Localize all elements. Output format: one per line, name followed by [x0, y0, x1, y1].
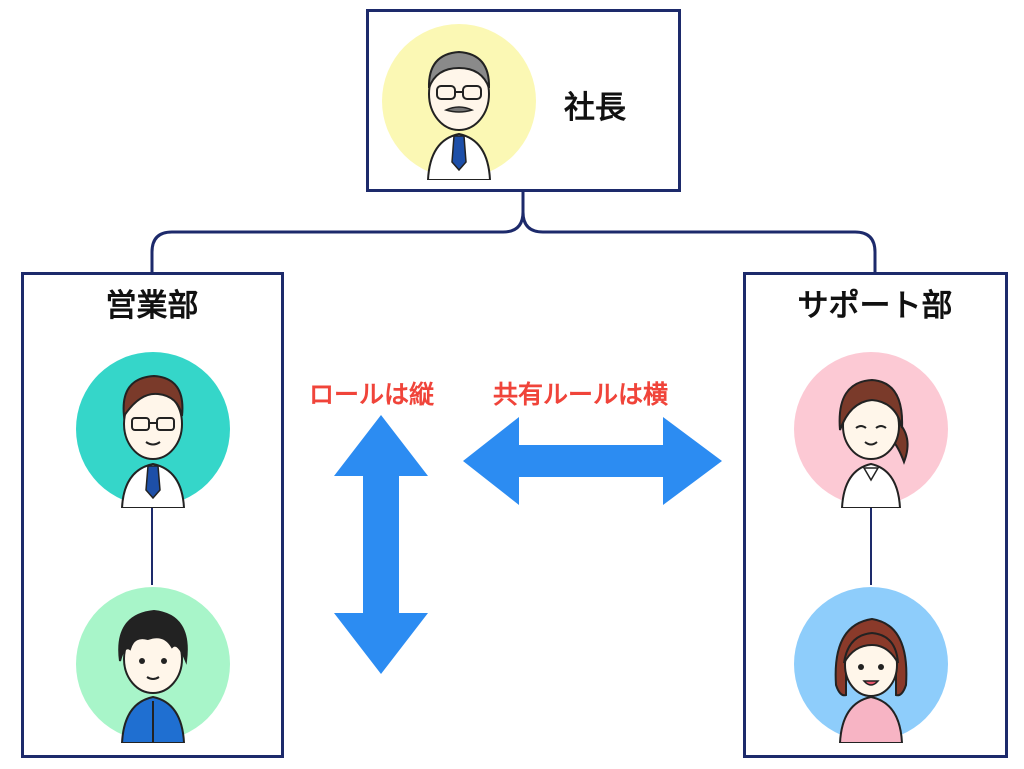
support-member-2-avatar: [794, 587, 948, 743]
support-dept-title: サポート部: [797, 288, 953, 324]
old-man-glasses-icon: [426, 50, 492, 180]
woman-hoodie-icon: [834, 617, 908, 743]
sales-dept-title: 営業部: [105, 288, 199, 324]
support-member-1-avatar: [794, 352, 948, 508]
man-glasses-tie-icon: [120, 374, 186, 508]
horizontal-double-arrow: [463, 417, 722, 505]
young-man-hoodie-icon: [118, 609, 188, 743]
sales-member-1-avatar: [76, 352, 230, 508]
tree-connector: [150, 192, 877, 272]
support-dept-box: [743, 272, 1008, 758]
vertical-double-arrow: [334, 415, 428, 674]
president-box: [366, 9, 681, 192]
woman-ponytail-icon: [838, 378, 909, 508]
sales-member-2-avatar: [76, 587, 230, 743]
horizontal-label: 共有ルールは横: [493, 380, 669, 409]
president-avatar: [382, 24, 536, 180]
sales-dept-box: [21, 272, 284, 758]
vertical-label: ロールは縦: [309, 380, 435, 409]
president-title: 社長: [564, 90, 626, 126]
